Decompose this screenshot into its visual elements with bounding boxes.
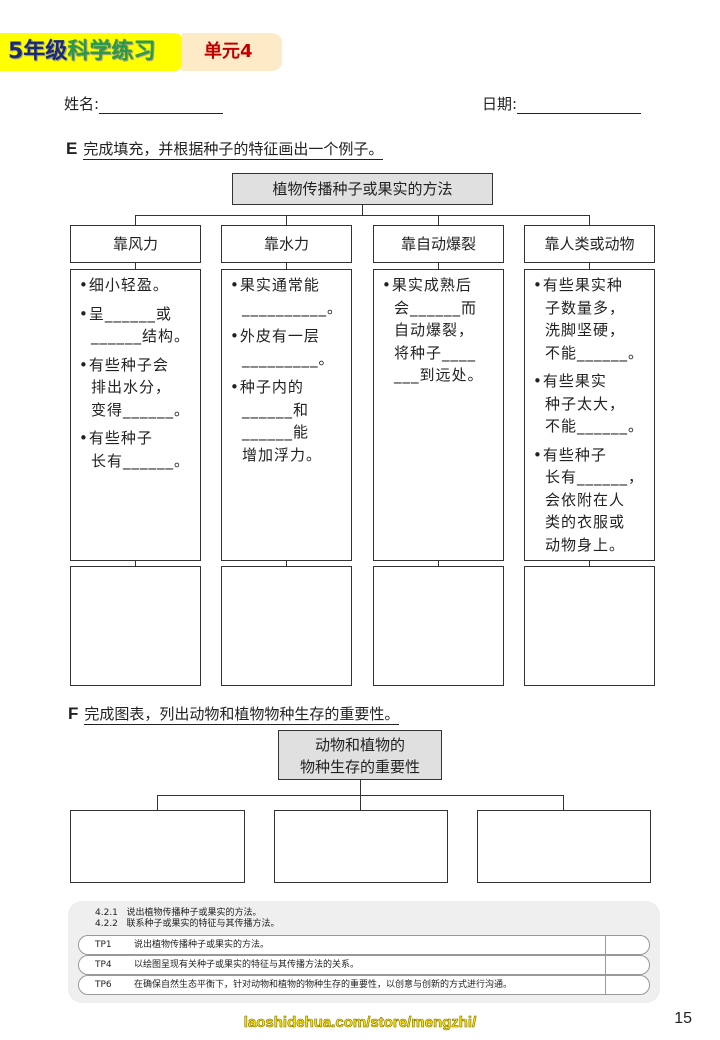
answer-box-2[interactable] xyxy=(274,810,448,883)
objective-item: 4.2.2 联系种子或果实的特征与其传播方法。 xyxy=(95,919,280,929)
tp-checkbox[interactable] xyxy=(605,976,649,994)
method-details-box: •果实成熟后 会______而 自动爆裂， 将种子____ ___到远处。 xyxy=(373,269,504,561)
connector-line xyxy=(135,215,590,216)
drawing-box[interactable] xyxy=(70,566,201,686)
worksheet-title: 5年级科学练习 xyxy=(0,33,184,71)
fill-in-item[interactable]: •有些种子 长有______。 xyxy=(79,429,191,470)
subject-label: 科学练习 xyxy=(67,39,156,64)
fill-in-item[interactable]: •果实成熟后 会______而 自动爆裂， 将种子____ ___到远处。 xyxy=(382,276,484,384)
name-label: 姓名: xyxy=(64,95,100,113)
date-field[interactable]: 日期: xyxy=(482,93,642,114)
method-heading: 靠人类或动物 xyxy=(524,225,655,263)
method-heading: 靠风力 xyxy=(70,225,201,263)
fill-in-item[interactable]: •种子内的 ______和 ______能 增加浮力。 xyxy=(230,378,323,464)
drawing-box[interactable] xyxy=(373,566,504,686)
answer-box-3[interactable] xyxy=(477,810,651,883)
watermark-link[interactable]: laoshidehua.com/store/mengzhi/ xyxy=(243,1014,477,1032)
unit-label: 单元4 xyxy=(182,33,282,71)
drawing-box[interactable] xyxy=(524,566,655,686)
method-details-box: •细小轻盈。 •呈______或 ______结构。 •有些种子会 排出水分， 变得… xyxy=(70,269,201,561)
method-heading: 靠自动爆裂 xyxy=(373,225,504,263)
fill-in-item[interactable]: •果实通常能 __________。 xyxy=(230,276,344,317)
method-heading: 靠水力 xyxy=(221,225,352,263)
objective-item: 4.2.1 说出植物传播种子或果实的方法。 xyxy=(95,908,262,918)
page-number: 15 xyxy=(674,1010,692,1027)
fill-in-item[interactable]: •有些果实种 子数量多， 洗脚坚硬， 不能______。 xyxy=(533,276,645,362)
name-field[interactable]: 姓名: xyxy=(64,93,224,114)
date-label: 日期: xyxy=(482,95,518,113)
section-e-title-box: 植物传播种子或果实的方法 xyxy=(232,173,493,205)
fill-in-item[interactable]: •有些果实 种子太大， 不能______。 xyxy=(533,372,645,435)
answer-box-1[interactable] xyxy=(70,810,245,883)
fill-in-item[interactable]: •外皮有一层 _________。 xyxy=(230,327,335,368)
fill-in-item[interactable]: •有些种子 长有______， 会依附在人 类的衣服或 动物身上。 xyxy=(533,445,645,554)
section-f-title-box: 动物和植物的物种生存的重要性 xyxy=(278,730,442,780)
learning-objectives-panel: 4.2.1 说出植物传播种子或果实的方法。 4.2.2 联系种子或果实的特征与其… xyxy=(68,901,660,1003)
tp-checkbox[interactable] xyxy=(605,936,649,954)
drawing-box[interactable] xyxy=(221,566,352,686)
fill-in-item[interactable]: •有些种子会 排出水分， 变得______。 xyxy=(79,355,191,419)
fill-in-item[interactable]: •呈______或 ______结构。 xyxy=(79,304,191,346)
method-details-box: •有些果实种 子数量多， 洗脚坚硬， 不能______。 •有些果实 种子太大， … xyxy=(524,269,655,561)
fill-in-item[interactable]: •细小轻盈。 xyxy=(79,276,169,294)
tp-checkbox[interactable] xyxy=(605,956,649,974)
method-details-box: •果实通常能 __________。 •外皮有一层 _________。 •种子内的… xyxy=(221,269,352,561)
grade-label: 5年级 xyxy=(8,39,68,64)
